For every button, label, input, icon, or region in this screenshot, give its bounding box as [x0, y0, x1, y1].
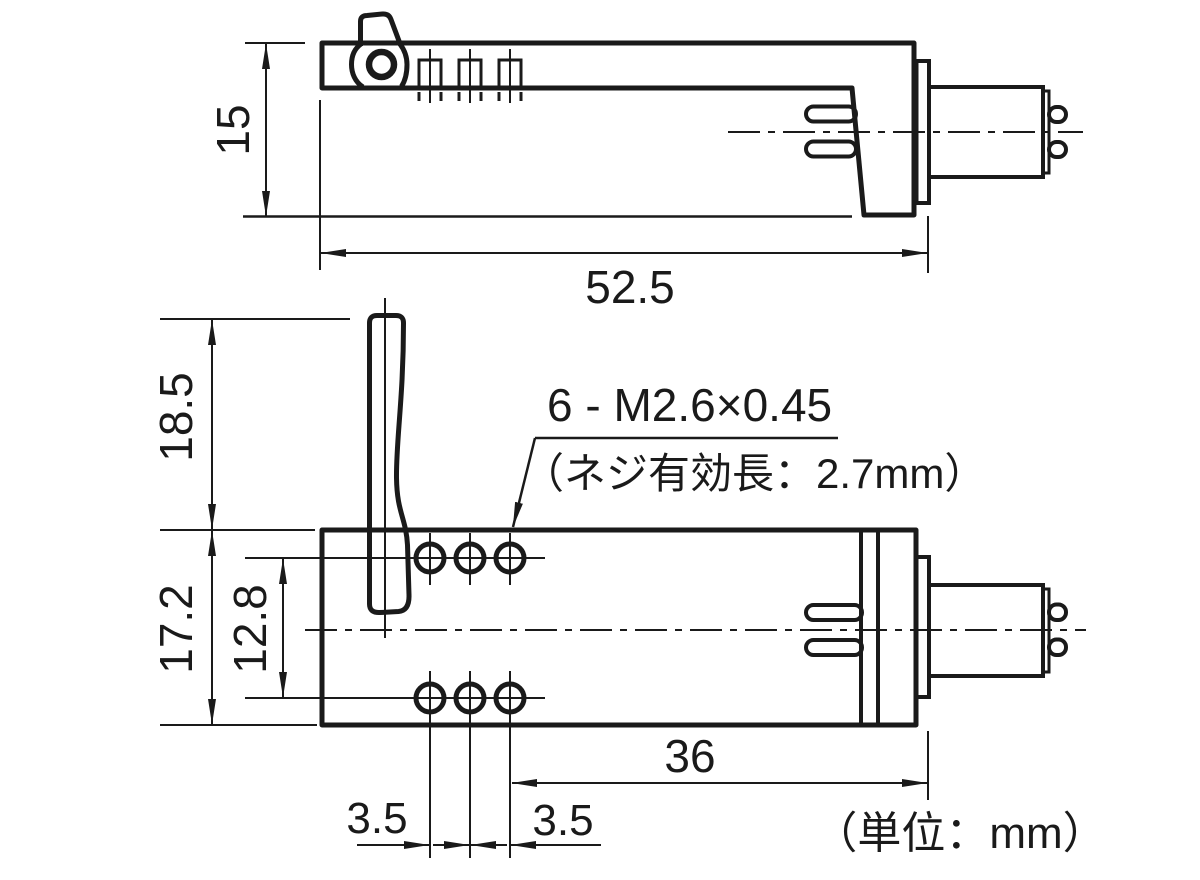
dim-lift-18-5: 18.5 [150, 318, 350, 531]
side-finger-lift [348, 11, 410, 90]
tapped-hole-4 [413, 681, 447, 715]
tapped-hole-1 [413, 541, 447, 575]
side-screw-slot-3 [497, 49, 523, 103]
dim-pitch-a-label: 3.5 [346, 794, 407, 843]
dim-lift-18-5-label: 18.5 [150, 372, 202, 462]
dim-rear-36: 36 [511, 730, 929, 800]
annotation-leader [511, 437, 537, 528]
dim-width-17-2: 17.2 [150, 530, 317, 726]
side-screw-slot-1 [417, 49, 443, 103]
plan-contact-pin-top [1047, 602, 1068, 622]
plan-contact-pin-bottom [1047, 637, 1068, 657]
side-screw-slot-2 [457, 49, 483, 103]
side-lead-pin-bottom [804, 139, 858, 159]
dim-height-15-label: 15 [207, 104, 259, 155]
dim-height-15: 15 [207, 42, 305, 217]
tapped-hole-5 [453, 681, 487, 715]
tapped-hole-2 [453, 541, 487, 575]
dim-rows-12-8: 12.8 [224, 558, 287, 698]
thread-spec-label: 6 - M2.6×0.45 [547, 379, 832, 431]
side-contact-pin-bottom [1047, 140, 1068, 159]
side-pivot-hole [365, 48, 398, 81]
thread-annotation: 6 - M2.6×0.45 （ネジ有効長：2.7mm） [511, 379, 986, 528]
dim-rear-36-label: 36 [664, 730, 715, 782]
side-lead-pin-top [804, 104, 858, 124]
plan-finger-lift [367, 313, 412, 616]
unit-note-label: （単位：mm） [813, 809, 1106, 858]
dim-width-17-2-label: 17.2 [150, 584, 202, 674]
dim-rows-12-8-label: 12.8 [224, 584, 276, 674]
thread-note-label: （ネジ有効長：2.7mm） [522, 450, 986, 497]
plan-connector [804, 555, 1068, 699]
tapped-hole-6 [493, 681, 527, 715]
plan-view: 6 - M2.6×0.45 （ネジ有効長：2.7mm） 18.5 17.2 12… [150, 298, 1086, 858]
plan-body-outline [319, 527, 919, 728]
plan-lead-pin-top [804, 603, 864, 622]
dim-pitch-b-label: 3.5 [532, 796, 593, 845]
side-contact-pin-top [1047, 105, 1068, 124]
dim-length-52-5-label: 52.5 [585, 261, 675, 313]
dim-pitch-3-5: 3.5 3.5 [346, 727, 601, 858]
tapped-hole-3 [493, 541, 527, 575]
plan-lead-pin-bottom [804, 638, 864, 657]
side-view: 15 52.5 [207, 11, 1083, 313]
side-body-outline [319, 40, 917, 218]
dim-length-52-5: 52.5 [319, 100, 929, 313]
